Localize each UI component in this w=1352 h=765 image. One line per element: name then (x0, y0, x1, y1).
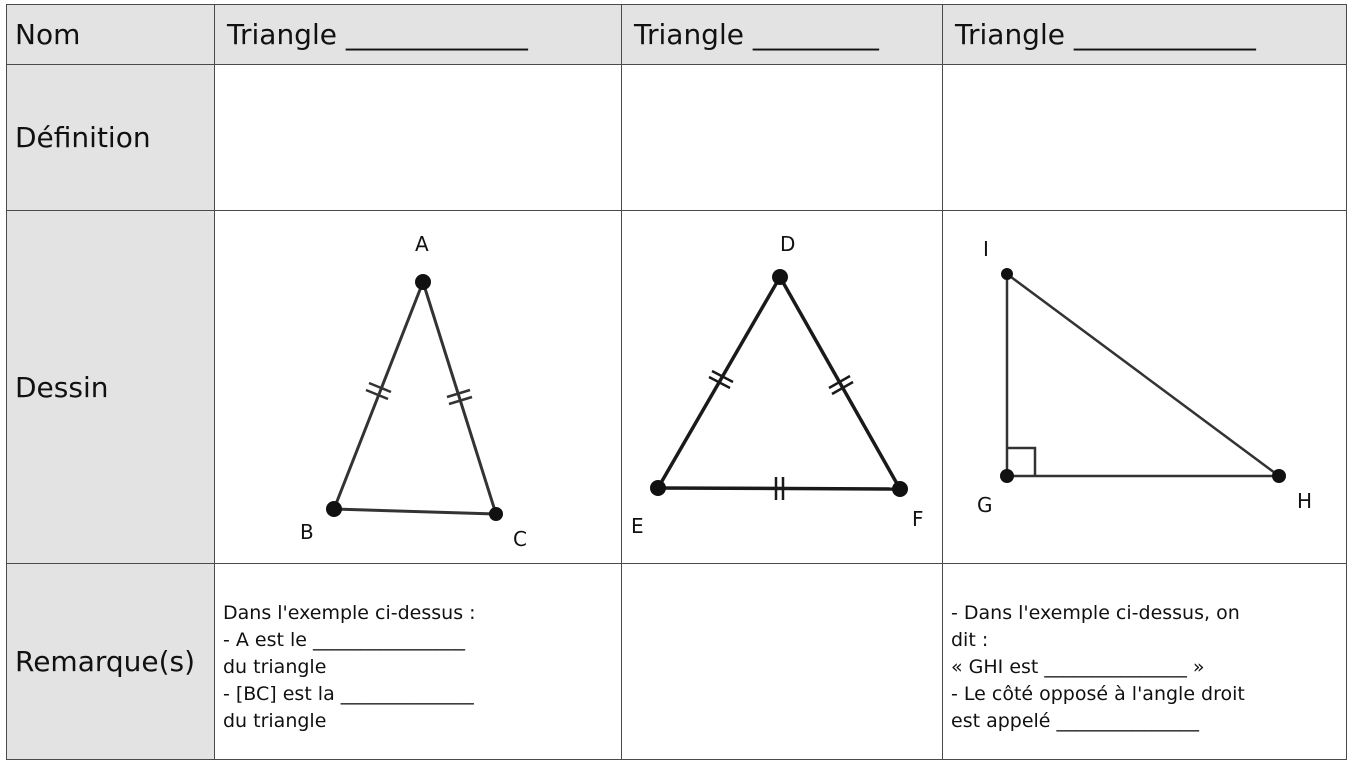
remark-1-line-2: - A est le ________________ (223, 629, 466, 651)
remark-1-line-5: du triangle (223, 710, 327, 732)
label-f: F (912, 507, 924, 531)
label-b: B (300, 520, 314, 544)
remark-3-line-5: est appelé _______________ (951, 710, 1200, 732)
row-header-definition: Définition (6, 64, 215, 211)
tick-marks-ac (446, 388, 473, 405)
side-bc (333, 507, 497, 515)
definition-cell-2[interactable] (621, 64, 943, 211)
definition-cell-1[interactable] (214, 64, 622, 211)
right-triangle-figure: I G H (977, 237, 1312, 517)
vertex-h (1272, 468, 1286, 483)
tick-marks-ab (365, 381, 392, 400)
row-header-dessin: Dessin (6, 210, 215, 564)
equilateral-triangle-figure: D E F (631, 232, 924, 538)
label-a: A (415, 232, 429, 256)
remark-cell-2 (621, 563, 943, 760)
right-angle-marker (1007, 446, 1037, 476)
row-remarques: Remarque(s) Dans l'exemple ci-dessus : -… (6, 563, 1347, 760)
vertex-e (650, 479, 666, 496)
side-ef (657, 485, 901, 491)
triangle-table: Nom Triangle _____________ Triangle ____… (6, 4, 1347, 760)
label-i: I (983, 237, 989, 261)
label-c: C (513, 527, 527, 551)
drawing-cell-3: I G H (942, 210, 1347, 564)
side-ih (1006, 272, 1280, 477)
vertex-d (772, 268, 788, 285)
label-d: D (780, 232, 795, 256)
drawing-cell-1: A B C (214, 210, 622, 564)
remark-3-line-2: dit : (951, 629, 989, 651)
tick-marks-ef (774, 476, 785, 500)
definition-cell-3[interactable] (942, 64, 1347, 211)
vertex-g (1000, 468, 1014, 483)
tick-marks-df (828, 374, 854, 395)
side-ac (421, 281, 498, 514)
label-g: G (977, 493, 993, 517)
remark-cell-1: Dans l'exemple ci-dessus : - A est le __… (214, 563, 622, 760)
column-header-2: Triangle _________ (621, 4, 943, 65)
remark-3-line-3: « GHI est _______________ » (951, 656, 1205, 678)
row-header-nom: Nom (6, 4, 215, 65)
column-header-1: Triangle _____________ (214, 4, 622, 65)
remark-cell-3: - Dans l'exemple ci-dessus, on dit : « G… (942, 563, 1347, 760)
remark-3-line-1: - Dans l'exemple ci-dessus, on (951, 602, 1240, 624)
label-h: H (1297, 489, 1312, 513)
vertex-b (326, 500, 342, 517)
vertex-c (489, 506, 503, 521)
row-dessin: Dessin (6, 210, 1347, 564)
row-header-remarques: Remarque(s) (6, 563, 215, 760)
label-e: E (631, 514, 644, 538)
row-nom: Nom Triangle _____________ Triangle ____… (6, 4, 1347, 65)
remark-1-line-3: du triangle (223, 656, 327, 678)
vertex-a (415, 273, 431, 290)
tick-marks-de (708, 369, 734, 389)
column-header-3: Triangle _____________ (942, 4, 1347, 65)
remark-1-line-4: - [BC] est la ______________ (223, 683, 474, 705)
vertex-i (1001, 267, 1013, 280)
vertex-f (892, 480, 908, 497)
remark-3-line-4: - Le côté opposé à l'angle droit (951, 683, 1245, 705)
row-definition: Définition (6, 64, 1347, 211)
remark-1-line-1: Dans l'exemple ci-dessus : (223, 602, 476, 624)
drawing-cell-2: D E F (621, 210, 943, 564)
isosceles-triangle-figure: A B C (300, 232, 527, 551)
